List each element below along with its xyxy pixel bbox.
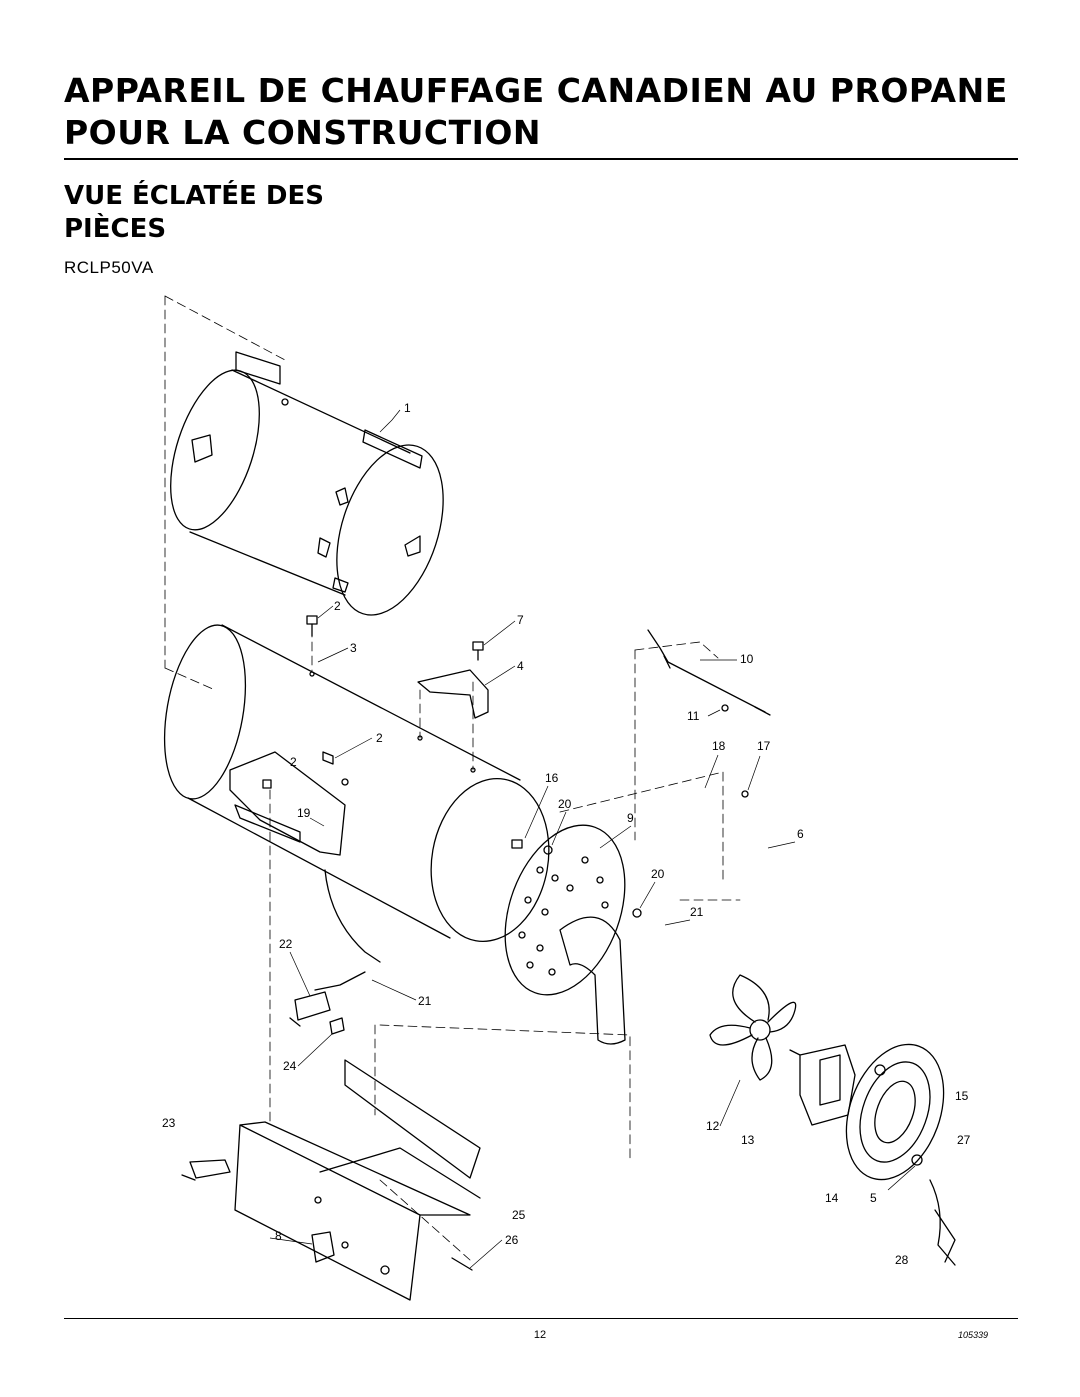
callout-label: 2: [334, 599, 341, 613]
fan-guard: [845, 1043, 956, 1263]
power-cord: [929, 1179, 956, 1266]
callout-label: 1: [404, 401, 411, 415]
callout-label: 13: [741, 1133, 755, 1147]
callout-label: 28: [895, 1253, 909, 1267]
callout-label: 11: [687, 709, 700, 723]
upper-shroud: [170, 351, 444, 616]
callout-label: 26: [505, 1233, 519, 1247]
callout-label: 20: [558, 797, 572, 811]
thermocouple: [647, 629, 771, 716]
document-title: APPAREIL DE CHAUFFAGE CANADIEN AU PROPAN…: [64, 71, 1008, 152]
section-title: VUE ÉCLATÉE DES PIÈCES: [64, 181, 324, 244]
callout-label: 7: [517, 613, 524, 627]
regulator-assembly: [289, 869, 381, 1035]
callout-label: 3: [350, 641, 357, 655]
base-cradle: [234, 1059, 481, 1301]
callout-label: 21: [690, 905, 704, 919]
callout-label: 2: [290, 755, 297, 769]
assembly-guide-lines: [164, 295, 741, 1261]
callout-label: 15: [955, 1089, 969, 1103]
fan-blade: [709, 974, 797, 1081]
callout-labels: 1 2 7 3 10 4 11 2 18 17 16 2 20 9 19 6 2…: [162, 401, 971, 1267]
callout-label: 6: [797, 827, 804, 841]
screws: [262, 615, 749, 918]
callout-label: 20: [651, 867, 665, 881]
callout-label: 12: [706, 1119, 720, 1133]
callout-label: 2: [376, 731, 383, 745]
callout-label: 10: [740, 652, 754, 666]
page-number: 12: [533, 1329, 547, 1341]
leader-lines: [269, 409, 916, 1269]
callout-label: 5: [870, 1191, 877, 1205]
control-knob: [311, 1231, 349, 1263]
handle-bracket: [417, 669, 489, 719]
callout-label: 4: [517, 659, 524, 673]
callout-label: 14: [825, 1191, 839, 1205]
callout-label: 27: [957, 1133, 971, 1147]
callout-label: 22: [279, 937, 293, 951]
callout-label: 19: [297, 806, 311, 820]
spark-plug-26: [451, 1257, 473, 1271]
title-rule: [64, 158, 1018, 160]
callout-label: 24: [283, 1059, 297, 1073]
callout-label: 25: [512, 1208, 526, 1222]
footer-rule: [64, 1318, 1018, 1319]
callout-label: 18: [712, 739, 726, 753]
callout-label: 9: [627, 811, 634, 825]
document-number: 105339: [958, 1330, 989, 1340]
igniter-part-23: [181, 1159, 231, 1181]
callout-label: 8: [275, 1229, 282, 1243]
callout-label: 23: [162, 1116, 176, 1130]
callout-label: 21: [418, 994, 432, 1008]
callout-label: 16: [545, 771, 559, 785]
burner-head: [504, 824, 626, 1045]
motor: [789, 1044, 856, 1126]
callout-label: 17: [757, 739, 771, 753]
model-number: RCLP50VA: [64, 258, 154, 277]
heater-body: [163, 624, 550, 943]
